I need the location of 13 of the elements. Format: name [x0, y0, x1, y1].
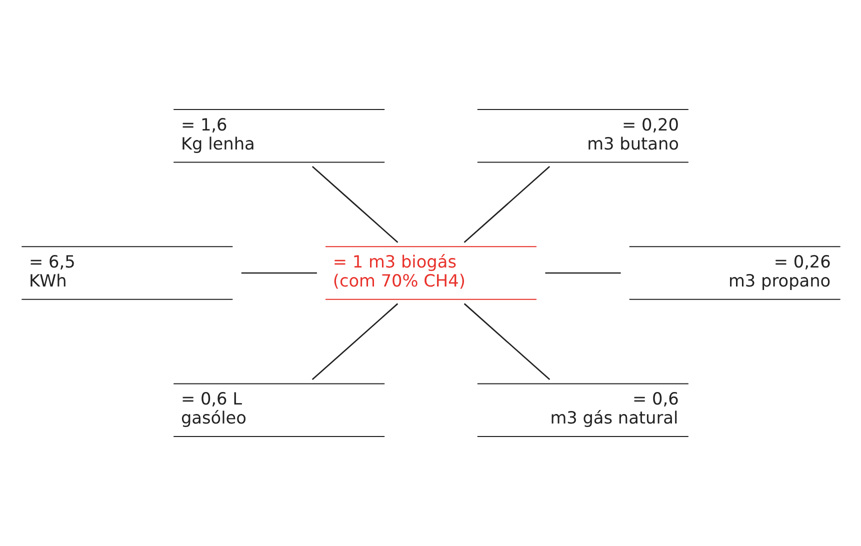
connector [311, 166, 398, 243]
node-text: = 0,20 m3 butano [586, 114, 678, 154]
node-text: = 0,26 m3 propano [728, 252, 830, 291]
node-text: = 0,6 L gasóleo [180, 388, 246, 428]
node-text: = 6,5 KWh [28, 252, 75, 291]
connector [544, 272, 620, 274]
node-text: = 1,6 Kg lenha [180, 114, 254, 154]
connector [240, 272, 316, 274]
node-text: = 1 m3 biogás (com 70% CH4) [332, 252, 465, 291]
connector [311, 303, 398, 380]
node-text: = 0,6 m3 gás natural [550, 388, 678, 428]
connector [463, 166, 550, 243]
connector [463, 303, 550, 380]
